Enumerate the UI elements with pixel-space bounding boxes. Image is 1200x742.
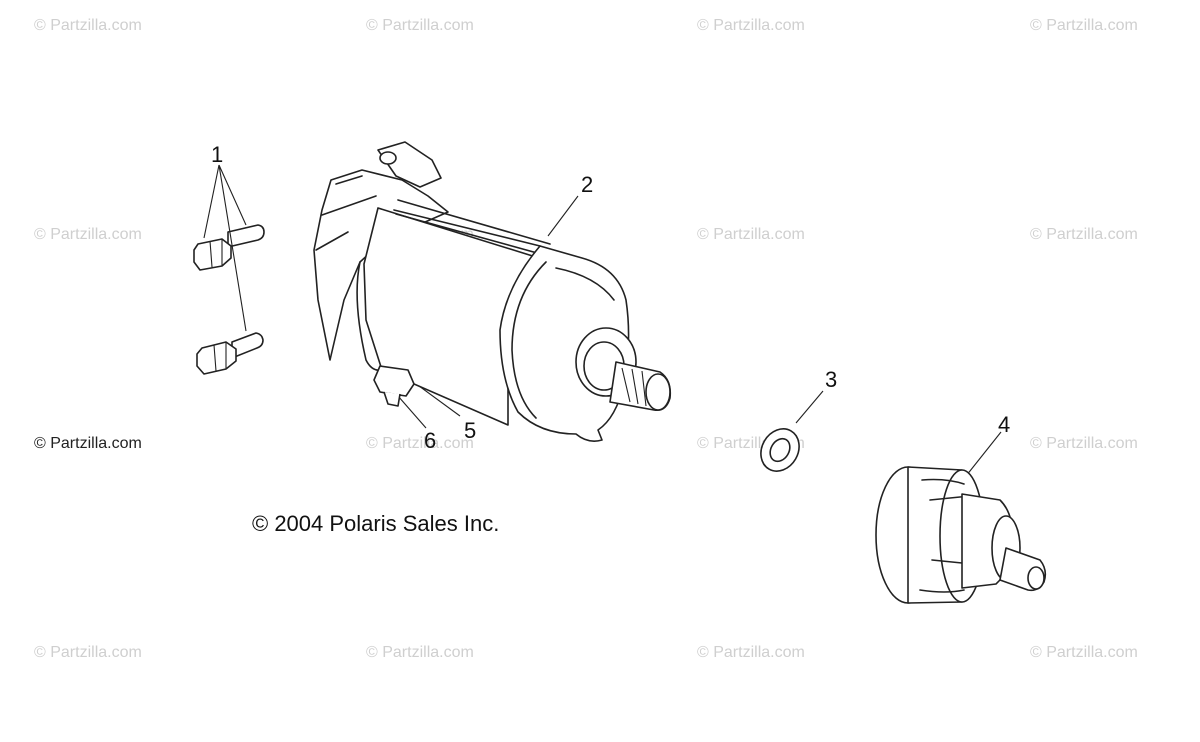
watermark: © Partzilla.com [366, 644, 474, 661]
watermark: © Partzilla.com [366, 435, 474, 452]
bolt-lower [196, 332, 264, 375]
watermark: © Partzilla.com [34, 226, 142, 243]
callout-3: 3 [825, 367, 838, 392]
callout-4: 4 [998, 412, 1011, 437]
callout-2: 2 [581, 172, 594, 197]
watermark: © Partzilla.com [697, 226, 805, 243]
watermark: © Partzilla.com [1030, 644, 1138, 661]
starter-motor [313, 141, 672, 442]
watermark: © Partzilla.com [34, 644, 142, 661]
watermark: © Partzilla.com [1030, 435, 1138, 452]
starter-drive [875, 466, 1047, 604]
watermark: © Partzilla.com [34, 435, 142, 452]
callout-1: 1 [211, 142, 224, 167]
watermark: © Partzilla.com [366, 17, 474, 34]
callout-6: 6 [424, 428, 437, 453]
watermark: © Partzilla.com [1030, 226, 1138, 243]
leader-lines [203, 164, 1002, 477]
o-ring [760, 428, 800, 472]
copyright-notice: © 2004 Polaris Sales Inc. [252, 511, 500, 536]
bolt-upper [193, 224, 265, 271]
watermark: © Partzilla.com [697, 17, 805, 34]
watermark: © Partzilla.com [697, 644, 805, 661]
watermark: © Partzilla.com [1030, 17, 1138, 34]
watermark: © Partzilla.com [34, 17, 142, 34]
callout-5: 5 [464, 418, 477, 443]
